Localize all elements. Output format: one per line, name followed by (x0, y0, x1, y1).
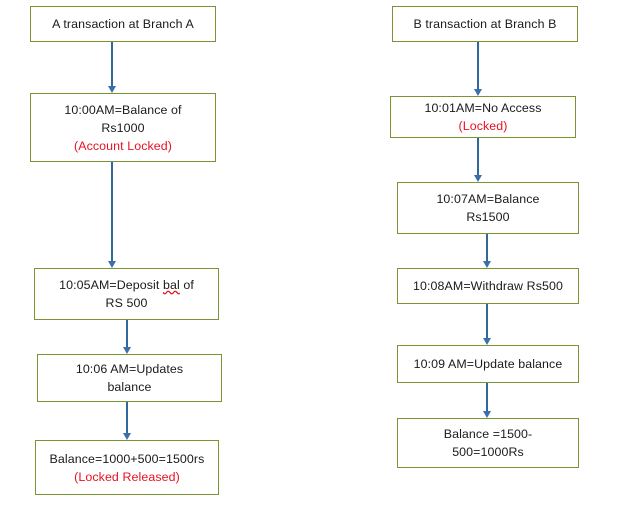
flow-node-text-run: of (179, 278, 194, 292)
flow-node-text-run: (Account Locked) (73, 138, 173, 153)
flow-node-text-run: Balance =1500- (443, 427, 533, 441)
flow-node-alert-line: (Locked) (458, 117, 507, 135)
flow-node-text-run: balance (107, 380, 152, 394)
flow-arrow-shaft (126, 320, 128, 348)
flow-node[interactable]: A transaction at Branch A (30, 6, 216, 42)
flow-node-alert-line: (Locked Released) (74, 468, 180, 486)
flow-node-text-run: 10:09 AM=Update balance (413, 357, 563, 371)
flow-node-text-run: (Locked) (458, 119, 508, 133)
flow-node[interactable]: Balance =1500- 500=1000Rs (397, 418, 579, 468)
flow-node-text-line: Rs1000 (101, 119, 144, 137)
flow-node-text-line: balance (107, 378, 151, 396)
flow-node-alert-line: (Account Locked) (74, 137, 172, 155)
flow-arrow-shaft (486, 304, 488, 339)
flow-node-text-line: 10:09 AM=Update balance (414, 355, 563, 373)
flow-node-text-line: 10:00AM=Balance of (64, 101, 181, 119)
flow-node-text-run: Rs1500 (466, 210, 510, 224)
flow-node-text-run: (Locked Released) (74, 469, 180, 484)
flow-node[interactable]: 10:05AM=Deposit bal of RS 500 (34, 268, 219, 320)
spellcheck-underlined-word: bal (162, 278, 180, 292)
flow-arrow-head-icon (107, 261, 116, 268)
flow-node[interactable]: 10:09 AM=Update balance (397, 345, 579, 383)
flow-node-text-run: RS 500 (105, 296, 148, 310)
flow-node[interactable]: 10:01AM=No Access (Locked) (390, 96, 576, 138)
flow-node-text-line: RS 500 (106, 294, 148, 312)
flow-node-text-line: 10:07AM=Balance (436, 190, 539, 208)
flow-node-text-run: 10:00AM=Balance of (64, 102, 182, 117)
flow-node-text-line: Balance =1500- (444, 425, 533, 443)
flow-arrow-shaft (111, 42, 113, 87)
flow-arrow-shaft (477, 42, 479, 90)
flow-arrow-head-icon (122, 433, 131, 440)
flow-node[interactable]: 10:06 AM=Updates balance (37, 354, 222, 402)
flow-node-text-run: A transaction at Branch A (52, 17, 194, 31)
flow-node[interactable]: 10:08AM=Withdraw Rs500 (397, 268, 579, 304)
flow-node[interactable]: B transaction at Branch B (392, 6, 578, 42)
flow-arrow-shaft (486, 234, 488, 262)
flow-node-text-line: 10:05AM=Deposit bal of (59, 276, 194, 294)
flow-node[interactable]: Balance=1000+500=1500rs (Locked Released) (35, 440, 219, 495)
flow-node[interactable]: 10:00AM=Balance of Rs1000 (Account Locked) (30, 93, 216, 162)
flow-node-text-run: Balance=1000+500=1500rs (49, 451, 205, 466)
flow-arrow-head-icon (482, 338, 491, 345)
flow-node-text-line: B transaction at Branch B (413, 15, 556, 33)
flow-node-text-run: Rs1000 (101, 120, 145, 135)
flow-arrow-shaft (126, 402, 128, 434)
flow-arrow-head-icon (482, 261, 491, 268)
flow-arrow-head-icon (122, 347, 131, 354)
flow-node-text-run: 10:07AM=Balance (436, 192, 540, 206)
flow-node-text-line: A transaction at Branch A (52, 15, 194, 33)
flow-node-text-line: Balance=1000+500=1500rs (50, 450, 205, 468)
flow-node-text-run: 500=1000Rs (452, 445, 524, 459)
flow-arrow-head-icon (473, 175, 482, 182)
flow-arrow-head-icon (482, 411, 491, 418)
flow-arrow-head-icon (473, 89, 482, 96)
flow-arrow-head-icon (107, 86, 116, 93)
flow-arrow-shaft (486, 383, 488, 412)
flow-node-text-line: 10:08AM=Withdraw Rs500 (413, 277, 563, 295)
flow-node-text-line: Rs1500 (466, 208, 509, 226)
flow-node-text-line: 500=1000Rs (452, 443, 524, 461)
flow-node-text-run: 10:05AM=Deposit (59, 278, 163, 292)
flow-node-text-run: 10:06 AM=Updates (75, 362, 184, 376)
flow-arrow-shaft (477, 138, 479, 176)
flow-node-text-run: B transaction at Branch B (413, 17, 557, 31)
flow-node-text-run: 10:08AM=Withdraw Rs500 (413, 279, 563, 293)
flow-node-text-line: 10:01AM=No Access (424, 99, 541, 117)
flow-arrow-shaft (111, 162, 113, 262)
flow-node-text-line: 10:06 AM=Updates (76, 360, 183, 378)
flow-node-text-run: 10:01AM=No Access (424, 101, 542, 115)
